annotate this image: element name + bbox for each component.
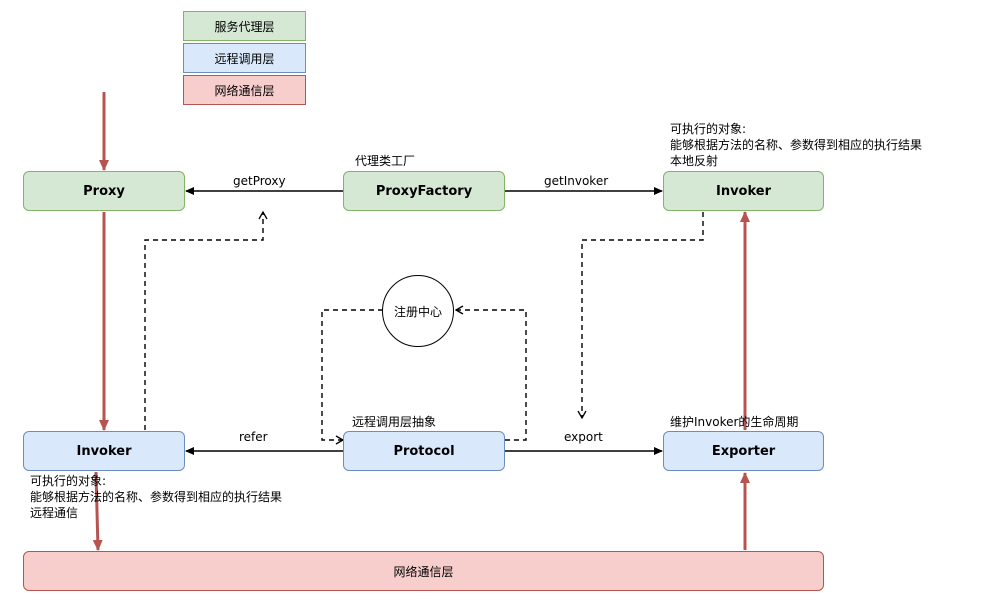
annotation-invoker-left-line3: 远程通信 bbox=[30, 506, 79, 520]
protocol-node[interactable]: Protocol bbox=[343, 431, 505, 471]
legend-remote-invocation-layer: 远程调用层 bbox=[183, 43, 306, 73]
registry-node[interactable]: 注册中心 bbox=[382, 275, 454, 347]
annotation-exporter: 维护Invoker的生命周期 bbox=[670, 415, 799, 429]
dashed-registry-to-protocol bbox=[321, 309, 383, 445]
proxy-node[interactable]: Proxy bbox=[23, 171, 185, 211]
annotation-invoker-left-line1: 可执行的对象: bbox=[30, 474, 107, 488]
dashed-invoker-to-exporter bbox=[577, 212, 704, 420]
annotation-protocol: 远程调用层抽象 bbox=[352, 415, 437, 429]
label-refer: refer bbox=[237, 430, 270, 444]
legend-service-proxy-layer: 服务代理层 bbox=[183, 11, 306, 41]
network-layer-node[interactable]: 网络通信层 bbox=[23, 551, 824, 591]
dashed-invoker-to-proxy bbox=[144, 210, 268, 430]
red-arrow-invoker-to-network bbox=[92, 471, 103, 551]
annotation-proxy-factory: 代理类工厂 bbox=[355, 154, 416, 168]
invoker-top-node[interactable]: Invoker bbox=[663, 171, 824, 211]
annotation-invoker-top-line3: 本地反射 bbox=[670, 154, 719, 168]
label-get-invoker: getInvoker bbox=[542, 174, 611, 188]
label-export: export bbox=[562, 430, 605, 444]
label-get-proxy: getProxy bbox=[231, 174, 288, 188]
dashed-protocol-to-registry bbox=[454, 305, 527, 441]
annotation-invoker-top-line1: 可执行的对象: bbox=[670, 122, 747, 136]
exporter-node[interactable]: Exporter bbox=[663, 431, 824, 471]
legend-network-layer: 网络通信层 bbox=[183, 75, 306, 105]
invoker-left-node[interactable]: Invoker bbox=[23, 431, 185, 471]
annotation-invoker-left-line2: 能够根据方法的名称、参数得到相应的执行结果 bbox=[30, 490, 283, 504]
annotation-invoker-top-line2: 能够根据方法的名称、参数得到相应的执行结果 bbox=[670, 138, 923, 152]
proxy-factory-node[interactable]: ProxyFactory bbox=[343, 171, 505, 211]
